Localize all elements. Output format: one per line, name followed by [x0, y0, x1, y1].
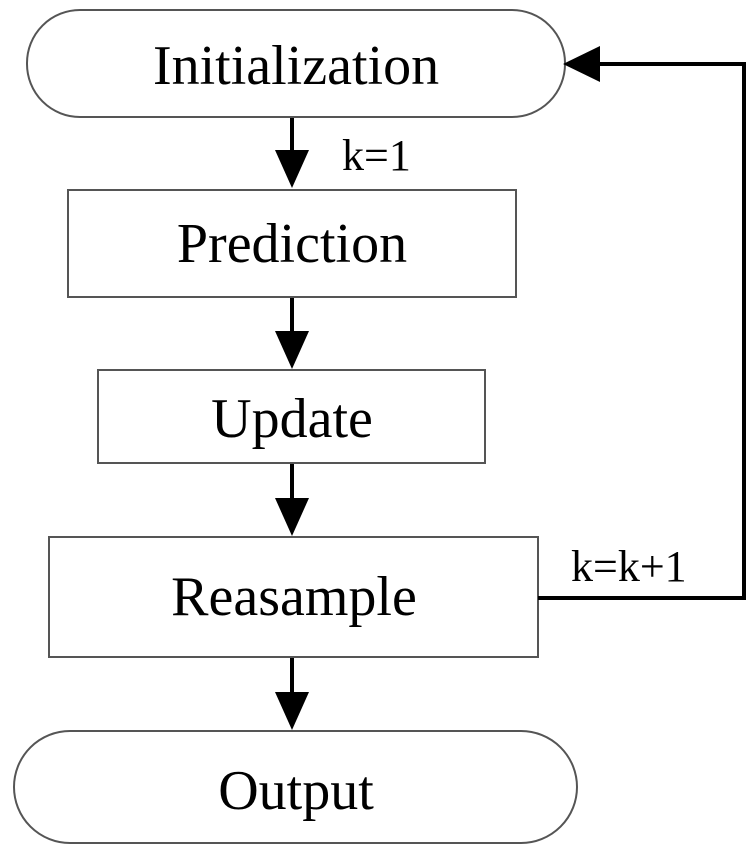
node-update: Update — [97, 369, 486, 464]
edge-prediction-update — [275, 298, 309, 369]
edge-update-resample — [275, 464, 309, 536]
node-prediction: Prediction — [67, 189, 517, 298]
edge-initialization-prediction-label: k=1 — [342, 131, 411, 180]
node-update-label: Update — [211, 388, 373, 450]
node-initialization: Initialization — [26, 9, 566, 118]
arrowhead-down-icon — [275, 331, 309, 369]
arrowhead-down-icon — [275, 150, 309, 188]
edge-resample-initialization-line — [538, 62, 746, 600]
node-output: Output — [13, 730, 578, 844]
node-initialization-label: Initialization — [153, 35, 439, 97]
node-output-label: Output — [218, 760, 374, 822]
edge-initialization-prediction: k=1 — [275, 118, 411, 188]
arrowhead-down-icon — [275, 498, 309, 536]
node-update-shape — [97, 369, 486, 464]
node-prediction-shape — [67, 189, 517, 298]
node-resample-shape — [48, 536, 539, 658]
node-resample: Reasample — [48, 536, 539, 658]
edge-resample-initialization: k=k+1 — [538, 46, 746, 600]
node-prediction-label: Prediction — [177, 213, 407, 275]
edge-resample-output — [275, 658, 309, 730]
node-resample-label: Reasample — [171, 566, 417, 628]
arrowhead-left-icon — [563, 46, 600, 82]
node-output-shape — [13, 730, 578, 844]
edge-resample-initialization-label: k=k+1 — [571, 542, 687, 591]
arrowhead-down-icon — [275, 692, 309, 730]
